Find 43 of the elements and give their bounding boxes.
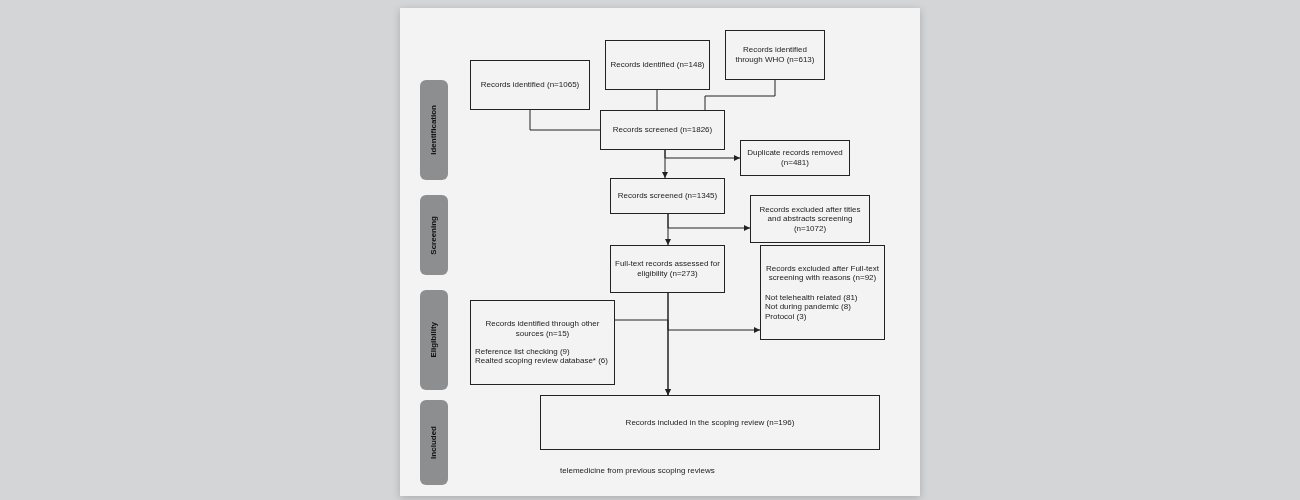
process-box: [470, 300, 615, 385]
process-box: [750, 195, 870, 243]
process-box: [605, 40, 710, 90]
box-text: Records excluded after titles and abstracts screening (n=1072): [758, 204, 862, 234]
box-text: Records included in the scoping review (n=196): [624, 417, 796, 428]
process-box: [610, 245, 725, 293]
box-text: Records identified (n=148): [610, 60, 705, 70]
process-box: [740, 140, 850, 176]
list-item: Not during pandemic (8): [765, 302, 852, 312]
box-text: Duplicate records removed (n=481): [746, 148, 844, 168]
connector-line: [704, 79, 776, 111]
box-text: Records screened (n=1345): [616, 191, 719, 201]
process-box: [610, 178, 725, 214]
process-box: [600, 110, 725, 150]
box-text: Records identified (n=1065): [479, 80, 581, 90]
list-item: Not telehealth related (81): [765, 292, 859, 303]
process-box: [725, 30, 825, 80]
connector-line: [656, 89, 658, 111]
stage-band: [420, 80, 448, 180]
arrow: [614, 319, 671, 396]
stage-label: Included: [429, 426, 439, 459]
list-item: Reference list checking (9): [475, 346, 571, 357]
process-box: [760, 245, 885, 340]
process-box: [470, 60, 590, 110]
arrow: [664, 149, 741, 161]
stage-label: Eligibility: [429, 322, 439, 358]
box-text: Full-text records assessed for eligibility (n=273): [615, 259, 720, 279]
arrow: [667, 213, 751, 231]
box-text: Records excluded after Full-text screening with reasons (n=92): [765, 263, 880, 283]
stage-band: [420, 290, 448, 390]
stage-band: [420, 195, 448, 275]
box-text: Records screened (n=1826): [611, 125, 714, 135]
stage-label: Identification: [429, 105, 439, 155]
list-item: Protocol (3): [765, 311, 808, 322]
arrow: [667, 292, 761, 333]
list-item: Realted scoping review database* (6): [475, 356, 609, 366]
box-text: Records identified through other sources (n=15): [484, 319, 601, 339]
footnote-text: telemedicine from previous scoping reviews: [560, 466, 715, 475]
process-box: [540, 395, 880, 450]
stage-band: [420, 400, 448, 485]
stage-label: Screening: [429, 215, 439, 255]
connector-line: [529, 109, 601, 131]
box-text: Records identified through WHO (n=613): [734, 45, 816, 65]
